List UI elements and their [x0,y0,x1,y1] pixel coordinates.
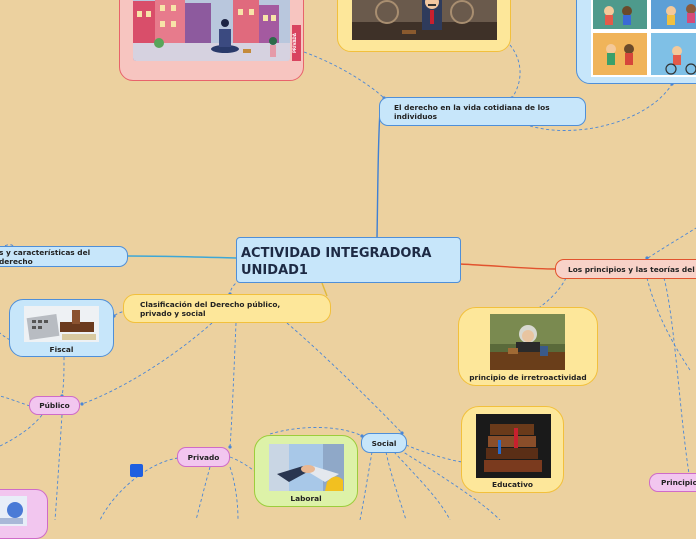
dash-principios-to-irretro [535,277,567,311]
subtopic-publico-label: Público [39,401,70,410]
dash-judge-to-derecho [509,44,521,99]
dash-social-to-educativo [405,444,463,463]
subtopic-social[interactable]: Social [361,433,407,453]
children-illustration [591,0,696,77]
card-laboral-label: Laboral [290,494,322,503]
topic-derecho-vida-label: El derecho en la vida cotidiana de los i… [394,102,550,121]
educativo-illustration [476,414,551,478]
card-bottom-left-partial[interactable] [0,489,48,539]
topic-clasificacion[interactable]: Clasificación del Derecho público, priva… [123,294,331,323]
dash-principios-down2 [663,277,691,481]
bottom-left-illustration [0,496,27,526]
card-fiscal[interactable]: Fiscal [9,299,114,357]
dash-fiscal-to-publico [61,356,65,397]
topic-principios-teorias[interactable]: Los principios y las teorías del De [555,259,696,279]
dash-derecho-to-right [529,83,673,131]
dash-principios-down [646,277,691,371]
subtopic-privado[interactable]: Privado [177,447,230,467]
dash-clasif-to-social [286,322,403,434]
subtopic-social-label: Social [371,438,397,448]
dash-social-down1 [359,451,373,520]
central-title: ACTIVIDAD INTEGRADORA UNIDAD1 [241,246,432,278]
subtopic-publico[interactable]: Público [29,396,80,415]
dash-privado-down [195,466,211,520]
dash-privado-to-laboral [229,456,257,473]
irretroactividad-illustration [490,314,565,370]
image-card-children[interactable] [576,0,696,84]
small-empty-node[interactable] [130,464,143,477]
topic-caracteristicas-label: s y características del derecho [0,247,91,266]
judge-illustration [352,0,497,40]
topic-principios-teorias-label: Los principios y las teorías del De [568,264,696,274]
branch-to-clasificacion [321,282,328,297]
dash-social-down3 [393,451,451,520]
card-fiscal-label: Fiscal [49,345,74,354]
dash-clasif-to-publico [81,322,213,405]
privada-side-label: PRIVADA [292,25,301,61]
dash-publico-down2 [54,414,63,520]
city-illustration [133,0,290,61]
branch-to-caracteristicas [127,255,237,259]
laboral-illustration [269,444,344,491]
subtopic-principio-right[interactable]: Principio [649,473,696,492]
dash-publico-to-left [0,395,31,407]
dash-social-down4 [399,449,501,520]
central-node[interactable]: ACTIVIDAD INTEGRADORA UNIDAD1 [236,237,461,283]
branch-to-derecho-vida [376,111,381,239]
card-educativo[interactable]: Educativo [461,406,564,493]
dash-topleft-to-derecho [303,51,385,99]
card-educativo-label: Educativo [492,480,533,489]
image-card-city[interactable]: PRIVADA [119,0,304,81]
image-card-judge[interactable] [337,0,511,52]
topic-clasificacion-label: Clasificación del Derecho público, priva… [140,299,281,318]
dash-publico-down [0,414,43,447]
dash-principios-up [647,227,696,259]
topic-caracteristicas[interactable]: s y características del derecho [0,246,128,267]
dash-privado-down2 [229,466,239,520]
subtopic-principio-right-label: Principio [661,478,696,487]
subtopic-privado-label: Privado [187,452,220,462]
dash-clasif-to-privado [229,322,237,448]
topic-derecho-vida[interactable]: El derecho en la vida cotidiana de los i… [379,97,586,126]
card-laboral[interactable]: Laboral [254,435,358,507]
branch-to-principios [459,263,557,270]
dash-social-down2 [385,451,407,520]
card-irretroactividad-label: principio de irretroactividad [469,373,587,382]
fiscal-illustration [24,306,99,342]
card-irretroactividad[interactable]: principio de irretroactividad [458,307,598,386]
dash-fiscal-left [0,332,11,341]
dash-laboral-to-social [269,427,363,437]
